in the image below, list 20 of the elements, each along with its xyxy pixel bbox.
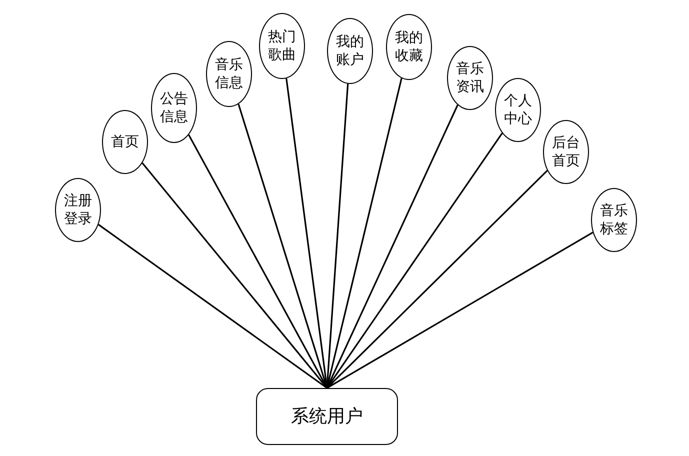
attribute-ellipse xyxy=(447,46,493,110)
node-label: 热门歌曲 xyxy=(267,28,297,64)
node-label: 个人中心 xyxy=(503,92,533,128)
node-label: 注册登录 xyxy=(63,192,93,228)
entity-box xyxy=(256,388,398,445)
node-label: 音乐资讯 xyxy=(455,60,485,96)
connector-line xyxy=(98,224,328,389)
attribute-ellipse xyxy=(206,41,252,107)
node-label: 音乐标签 xyxy=(599,202,629,238)
node-label: 我的收藏 xyxy=(394,28,424,66)
attribute-ellipse xyxy=(151,73,197,143)
connector-line xyxy=(142,162,328,388)
attribute-ellipse xyxy=(495,78,541,142)
node-label: 系统用户 xyxy=(291,404,363,428)
node-label: 音乐信息 xyxy=(214,56,244,92)
connector-line xyxy=(326,232,594,389)
node-label: 公告信息 xyxy=(159,90,189,126)
node-label: 我的账户 xyxy=(335,32,365,70)
node-label: 后台首页 xyxy=(551,134,581,170)
node-label: 首页 xyxy=(110,132,140,152)
